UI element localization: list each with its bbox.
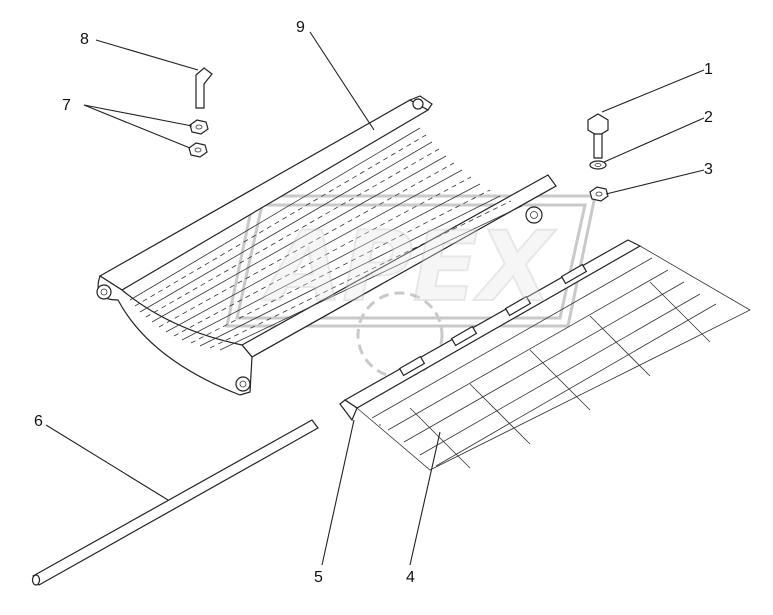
leader-lines xyxy=(45,31,705,566)
callout-8: 8 xyxy=(80,31,89,48)
callout-7: 7 xyxy=(62,97,71,114)
grate-assembly xyxy=(339,239,751,471)
callout-labels: 1 2 3 4 5 6 7 8 9 xyxy=(34,19,713,586)
bent-bolt xyxy=(195,67,213,109)
watermark-text: APEX xyxy=(261,211,556,323)
nut xyxy=(589,186,609,202)
callout-6: 6 xyxy=(34,413,43,430)
washer xyxy=(589,160,607,170)
callout-5: 5 xyxy=(314,569,323,586)
callout-1: 1 xyxy=(704,61,713,78)
callout-4: 4 xyxy=(406,569,415,586)
nuts-pair xyxy=(188,119,209,158)
rod xyxy=(31,419,319,586)
bolt xyxy=(587,113,609,159)
callout-3: 3 xyxy=(704,161,713,178)
callout-9: 9 xyxy=(296,19,305,36)
callout-2: 2 xyxy=(704,109,713,126)
concave-assembly xyxy=(96,95,557,396)
